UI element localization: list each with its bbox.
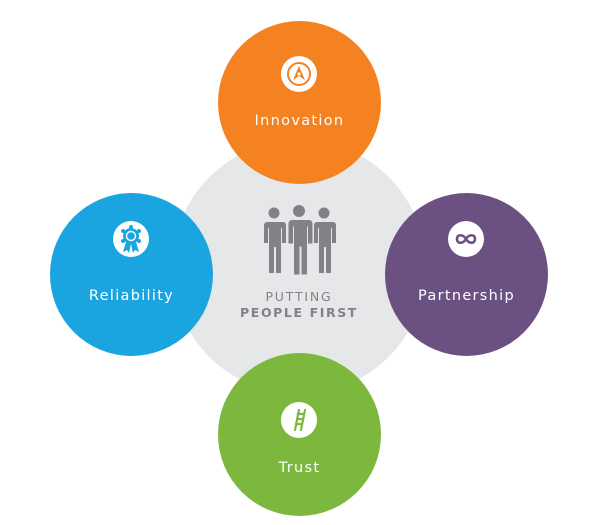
center-title-line1: PUTTING [265, 289, 333, 304]
award-badge [113, 221, 149, 257]
center-title-line2: PEOPLE FIRST [240, 305, 358, 320]
trust-label: Trust [278, 460, 321, 476]
partnership-label: Partnership [418, 288, 515, 304]
compass-badge [281, 56, 317, 92]
center-content: PUTTING PEOPLE FIRST [172, 205, 426, 320]
compass-icon [287, 62, 311, 86]
infinity-badge [448, 221, 484, 257]
ladder-icon [293, 408, 307, 432]
reliability-label: Reliability [88, 288, 175, 304]
innovation-circle: Innovation [218, 21, 381, 184]
trust-circle: Trust [218, 353, 381, 516]
infinity-icon [455, 233, 477, 245]
award-ribbon-icon [121, 225, 141, 253]
reliability-circle: Reliability [50, 193, 213, 356]
ladder-badge [281, 402, 317, 438]
partnership-circle: Partnership [385, 193, 548, 356]
people-icon [264, 205, 336, 275]
innovation-label: Innovation [254, 113, 345, 129]
